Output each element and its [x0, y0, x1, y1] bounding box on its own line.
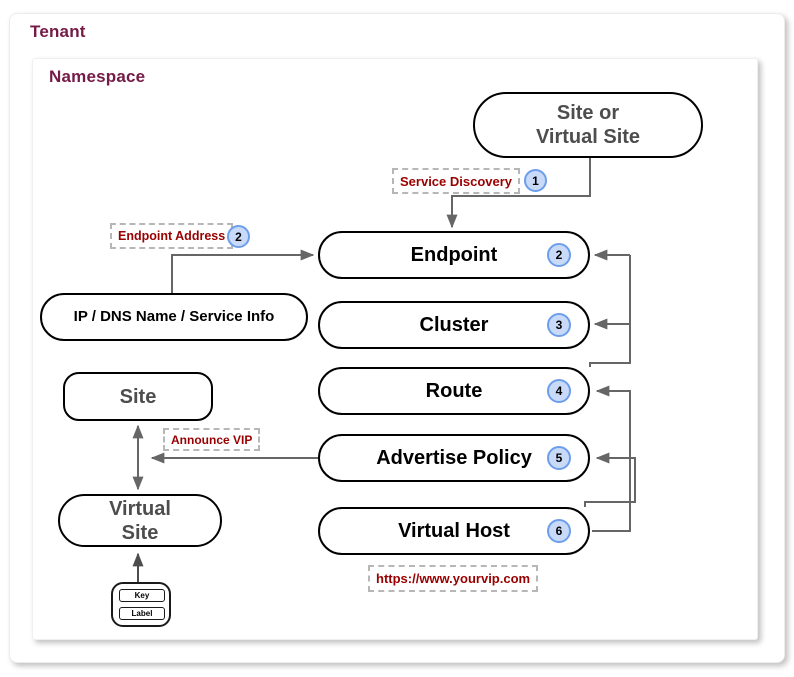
step-circle-1: 1 [524, 169, 547, 192]
node-site-or-virtual-site: Site or Virtual Site [473, 92, 703, 158]
node-site-or-virtual-site-label: Site or Virtual Site [535, 102, 641, 148]
node-cluster-label: Cluster [419, 314, 489, 336]
node-virtual-host: Virtual Host 6 [318, 507, 590, 555]
annotation-service-discovery-text: Service Discovery [400, 173, 513, 189]
node-site: Site [63, 372, 213, 421]
legend-box: Key Label [111, 582, 171, 627]
annotation-endpoint-address: Endpoint Address [110, 223, 234, 249]
annotation-announce-vip-text: Announce VIP [171, 432, 253, 447]
node-advertise-policy: Advertise Policy 5 [318, 434, 590, 482]
node-site-label: Site [119, 385, 157, 408]
annotation-vip-url: https://www.yourvip.com [368, 565, 539, 592]
node-virtual-site: Virtual Site [58, 494, 222, 547]
node-endpoint: Endpoint 2 [318, 231, 590, 279]
step-badge-cluster: 3 [547, 313, 571, 337]
step-circle-2: 2 [227, 225, 250, 248]
node-endpoint-label: Endpoint [410, 244, 498, 266]
step-badge-virtual-host: 6 [547, 519, 571, 543]
node-advertise-policy-label: Advertise Policy [376, 447, 532, 469]
step-badge-advertise-policy: 5 [547, 446, 571, 470]
legend-key-text: Key [134, 591, 150, 600]
namespace-label: Namespace [49, 67, 146, 86]
step-badge-route: 4 [547, 379, 571, 403]
node-virtual-site-label: Virtual Site [109, 497, 171, 544]
node-ip-dns-service-info: IP / DNS Name / Service Info [40, 293, 308, 341]
annotation-service-discovery: Service Discovery [392, 168, 521, 194]
annotation-announce-vip: Announce VIP [163, 428, 261, 451]
node-cluster: Cluster 3 [318, 301, 590, 349]
legend-label-text: Label [131, 609, 153, 618]
legend-label-chip: Label [119, 607, 165, 620]
legend-key-chip: Key [119, 589, 165, 602]
node-ip-dns-service-info-label: IP / DNS Name / Service Info [73, 308, 275, 325]
tenant-label: Tenant [30, 22, 86, 41]
annotation-endpoint-address-text: Endpoint Address [118, 229, 226, 243]
node-route-label: Route [425, 380, 483, 402]
step-badge-endpoint: 2 [547, 243, 571, 267]
node-route: Route 4 [318, 367, 590, 415]
node-virtual-host-label: Virtual Host [398, 520, 510, 542]
annotation-vip-url-text: https://www.yourvip.com [376, 571, 531, 586]
